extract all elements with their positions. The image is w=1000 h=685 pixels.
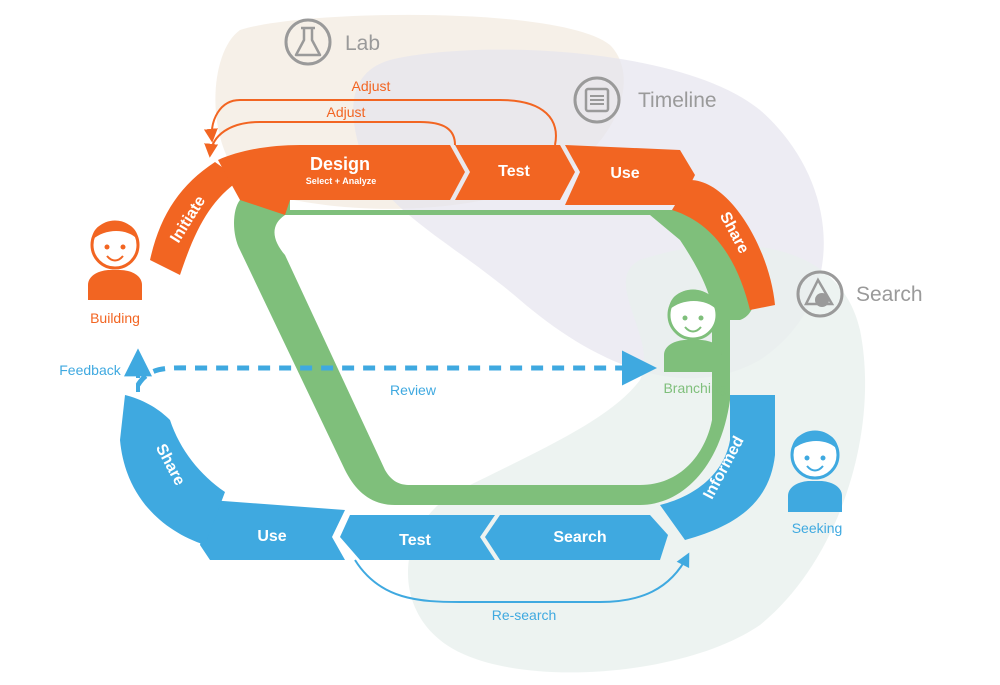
- building-label: Building: [90, 310, 140, 326]
- flask-icon: [284, 18, 332, 66]
- segment-share-orange: [672, 180, 775, 310]
- segment-share-blue: [120, 395, 225, 545]
- review-label: Review: [390, 382, 437, 398]
- seeking-persona-icon: [788, 430, 842, 512]
- test-blue-label: Test: [399, 532, 431, 549]
- adjust-outer-label: Adjust: [352, 78, 391, 94]
- use-blue-label: Use: [257, 528, 286, 545]
- green-branching-loop: [234, 200, 757, 505]
- blue-track: [120, 395, 775, 560]
- seeking-label: Seeking: [792, 520, 843, 536]
- shapes-icon: [796, 270, 844, 318]
- design-label: Design: [310, 154, 370, 174]
- adjust-inner-label: Adjust: [327, 104, 366, 120]
- test-orange-label: Test: [498, 163, 530, 180]
- segment-test-blue: [340, 515, 495, 560]
- feedback-label: Feedback: [59, 362, 121, 378]
- orange-track: [150, 145, 775, 310]
- segment-informed: [660, 395, 775, 540]
- segment-initiate: [150, 162, 240, 275]
- adjust-inner-arrow: [204, 121, 456, 158]
- use-orange-label: Use: [610, 165, 639, 182]
- search-zone: [407, 244, 866, 673]
- branching-label: Branching: [663, 380, 726, 396]
- search-blue-label: Search: [553, 529, 606, 546]
- timeline-zone-label: Timeline: [638, 89, 717, 112]
- branching-persona-icon: [664, 289, 722, 372]
- building-persona-icon: [88, 220, 142, 300]
- segment-use-blue: [200, 500, 345, 560]
- adjust-outer-arrow: [203, 99, 557, 146]
- segment-design: [218, 145, 465, 215]
- design-sublabel: Select + Analyze: [306, 176, 376, 186]
- document-icon: [573, 76, 621, 124]
- research-arrow: [354, 552, 690, 603]
- segment-test-orange: [455, 145, 575, 200]
- research-label: Re-search: [492, 607, 557, 623]
- review-arrow: [135, 350, 657, 387]
- segment-use-orange: [565, 145, 695, 205]
- segment-search-blue: [485, 515, 668, 560]
- lab-zone-label: Lab: [345, 32, 380, 55]
- search-zone-label: Search: [856, 283, 923, 306]
